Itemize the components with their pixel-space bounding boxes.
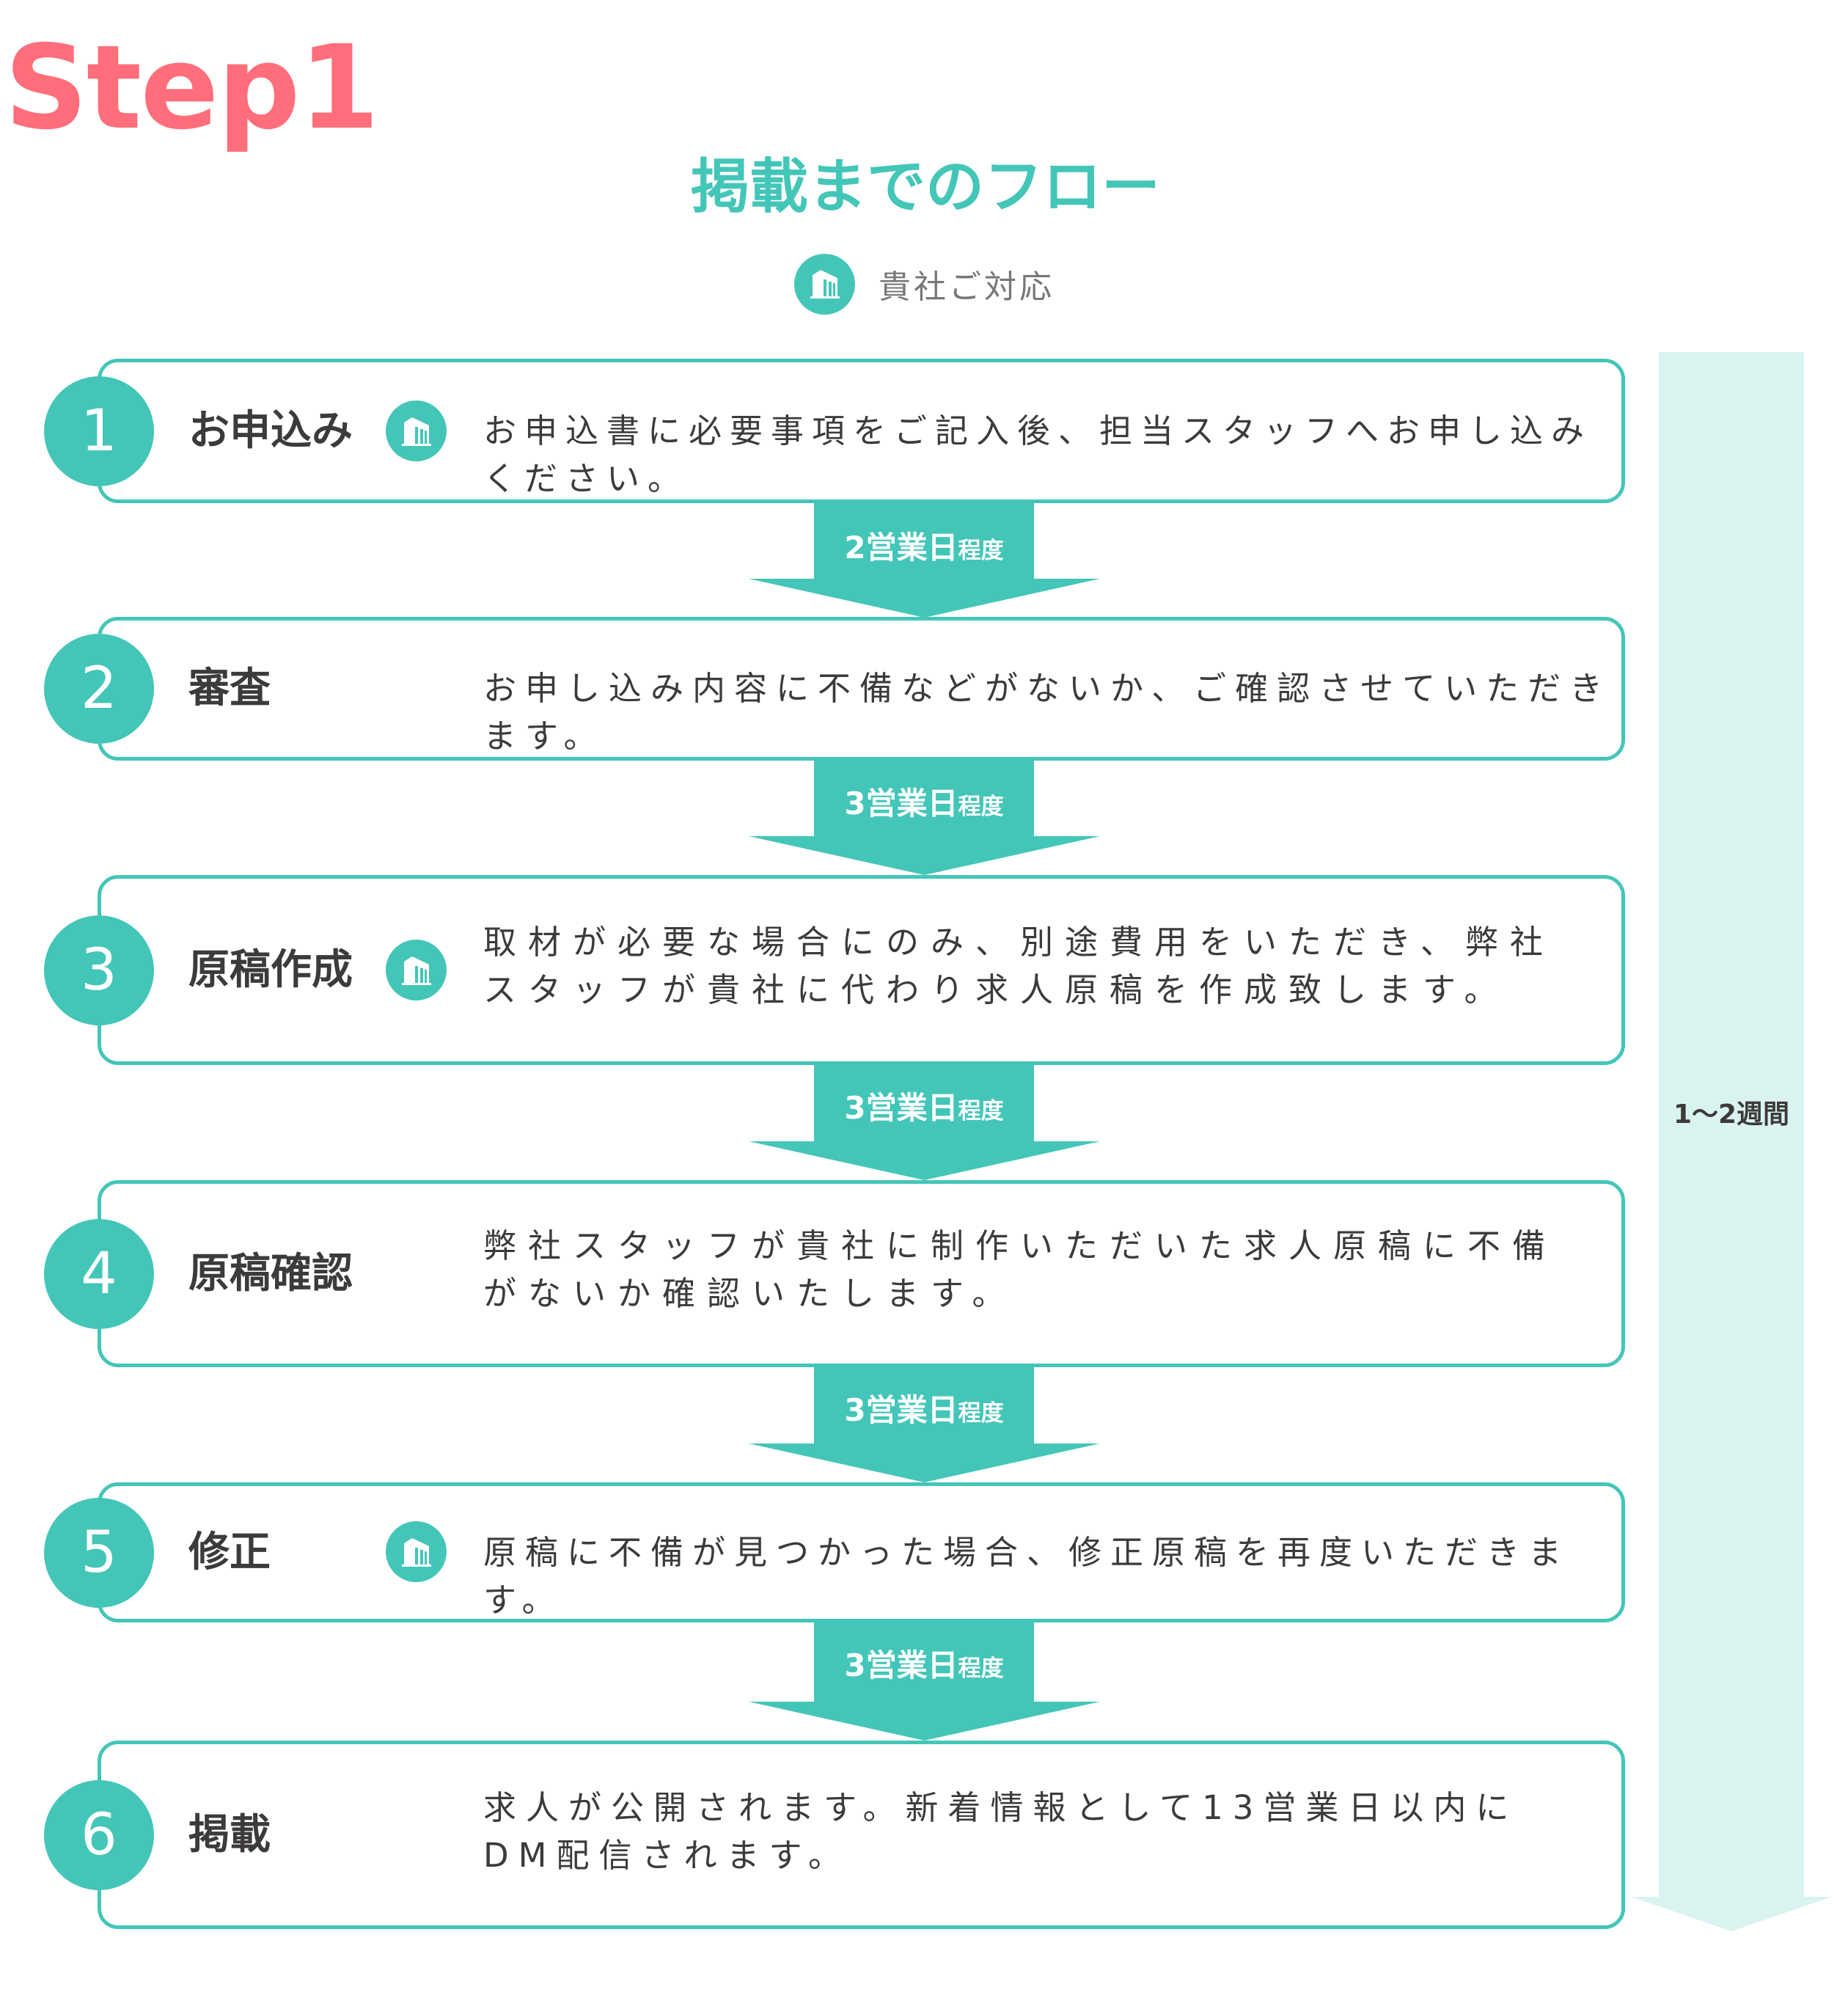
flow-arrow-5: 3営業日程度 <box>749 1622 1100 1741</box>
flow-arrow-label: 3営業日程度 <box>844 1090 1004 1126</box>
total-duration-arrowhead <box>1631 1897 1832 1931</box>
step-card-6 <box>98 1741 1625 1929</box>
step-number-badge: 1 <box>44 376 154 486</box>
step-title: 原稿作成 <box>188 946 353 994</box>
flow-arrow-3: 3営業日程度 <box>749 1065 1100 1180</box>
total-duration-label: 1〜2週間 <box>1673 1099 1790 1130</box>
step-card-4 <box>98 1180 1625 1367</box>
flow-arrow-label: 3営業日程度 <box>844 1392 1004 1428</box>
building-icon <box>386 1521 447 1582</box>
flow-arrow-label: 3営業日程度 <box>844 786 1004 821</box>
step-number-badge: 6 <box>44 1780 154 1890</box>
flow-arrow-label: 3営業日程度 <box>844 1647 1004 1683</box>
step-description: 求人が公開されます。新着情報として13営業日以内にDM配信されます。 <box>483 1788 1519 1875</box>
step-description: 原稿に不備が見つかった場合、修正原稿を再度いただきます。 <box>483 1533 1571 1620</box>
step-number-badge: 5 <box>44 1498 154 1608</box>
step-number-badge: 2 <box>44 634 154 744</box>
step-number-badge: 4 <box>44 1219 154 1329</box>
step-title: 修正 <box>188 1529 271 1576</box>
step-title: 審査 <box>188 665 271 712</box>
flow-arrow-2: 3営業日程度 <box>749 761 1100 875</box>
flow-arrow-1: 2営業日程度 <box>749 503 1100 618</box>
step-description: お申込書に必要事項をご記入後、担当スタッフへお申し込みください。 <box>483 411 1593 498</box>
legend: 貴社ご対応 <box>794 253 1055 315</box>
flow-arrow-4: 3営業日程度 <box>749 1367 1100 1482</box>
step-card-3 <box>98 875 1625 1065</box>
building-icon <box>386 400 447 461</box>
step-card-1 <box>98 359 1625 503</box>
step-title: 掲載 <box>188 1811 271 1859</box>
flow-arrow-label: 2営業日程度 <box>844 530 1004 566</box>
building-icon <box>386 940 447 1000</box>
legend-text: 貴社ご対応 <box>879 268 1055 306</box>
step-number-badge: 3 <box>44 915 154 1025</box>
step-description: 弊社スタッフが貴社に制作いただいた求人原稿に不備がないか確認いたします。 <box>483 1226 1558 1313</box>
step-title: 原稿確認 <box>188 1250 353 1298</box>
step-description: 取材が必要な場合にのみ、別途費用をいただき、弊社スタッフが貴社に代わり求人原稿を… <box>483 923 1555 1009</box>
step-card-2 <box>98 617 1625 761</box>
step-title: お申込み <box>188 407 353 455</box>
building-icon <box>794 253 855 315</box>
total-duration-bar <box>1659 352 1804 1897</box>
step-description: お申し込み内容に不備などがないか、ご確認させていただきます。 <box>483 669 1612 755</box>
step-label: Step1 <box>4 21 380 155</box>
page-title: 掲載までのフロー <box>0 150 1848 224</box>
page-title-text: 掲載までのフロー <box>691 153 1160 221</box>
